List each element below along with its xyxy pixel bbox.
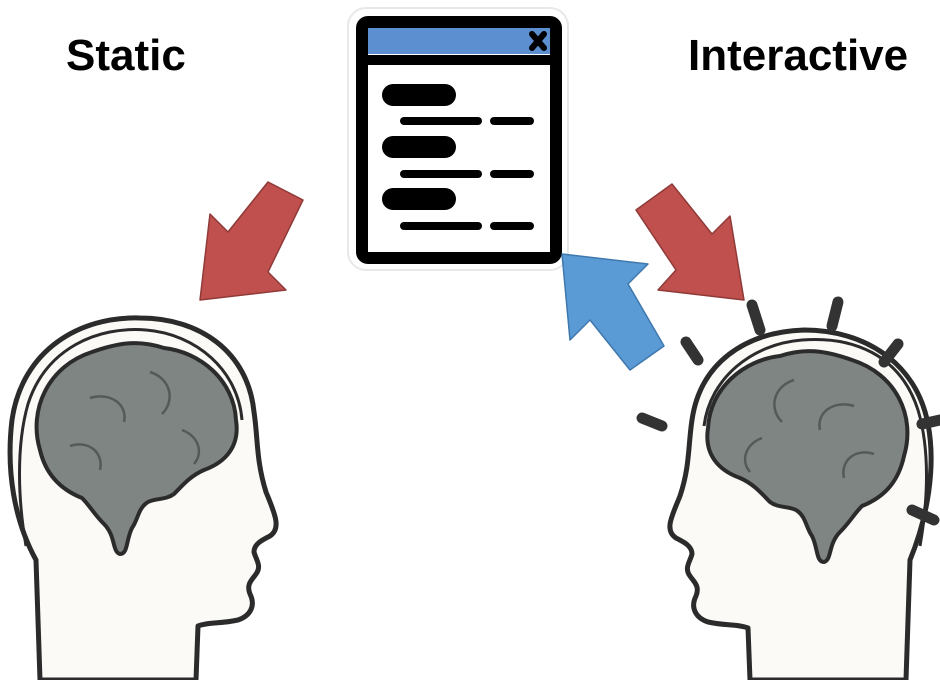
head-profile-thinking-icon [636, 296, 940, 680]
red-arrow-right [635, 183, 745, 301]
static-label: Static [66, 31, 186, 80]
thinking-rays [636, 296, 940, 526]
blue-arrow-feedback [561, 253, 665, 371]
brain-icon [34, 341, 239, 556]
document-window-icon [347, 7, 569, 271]
interactive-label: Interactive [688, 31, 909, 80]
brain-icon [705, 349, 910, 564]
close-icon [529, 31, 547, 51]
window-titlebar [368, 28, 550, 54]
text-placeholder-lines [382, 84, 534, 230]
head-profile-icon [7, 315, 279, 680]
red-arrow-left [199, 181, 304, 301]
